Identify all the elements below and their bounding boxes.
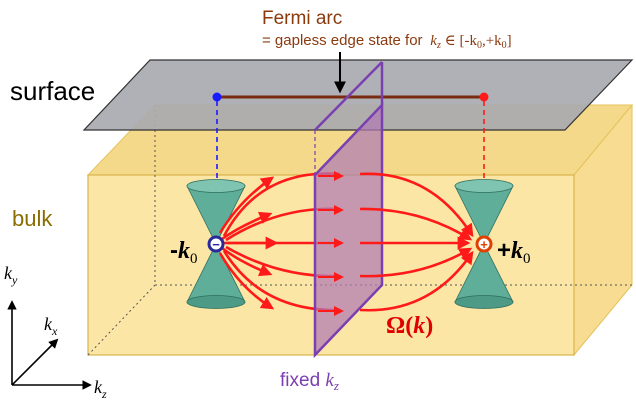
fixed-kz-label: fixed kz <box>280 370 339 393</box>
node-charge-plus: + <box>480 237 488 252</box>
fixed-kz-plane <box>313 101 384 359</box>
surface-node-right <box>479 92 489 102</box>
berry-curvature-label: Ω(k) <box>386 313 433 339</box>
weyl-node-right: + <box>475 235 493 253</box>
weyl-cone-left <box>186 179 246 309</box>
field-arrow <box>359 207 473 241</box>
weyl-cone-right <box>454 179 514 309</box>
axis-ky-label: ky <box>4 263 18 287</box>
field-arrow <box>218 176 275 234</box>
fermi-arc-title: Fermi arc <box>262 8 342 29</box>
axis-kx-label: kx <box>44 314 58 338</box>
left-node-label: -k0 <box>170 237 198 267</box>
field-arrow <box>359 247 473 278</box>
gapless-edge-label: = gapless edge state for kz ∈ [-k0,+k0] <box>262 32 512 51</box>
field-arrow <box>218 252 275 310</box>
field-arrow <box>221 246 273 277</box>
axis-kx <box>11 338 59 386</box>
bulk-label: bulk <box>12 206 53 231</box>
surface-node-left <box>212 92 222 102</box>
axis-kz-label: kz <box>94 377 107 401</box>
axes <box>7 300 92 390</box>
surface-plane <box>82 59 634 131</box>
field-arrow <box>359 172 474 238</box>
fixed-kz-plane-top-edge <box>314 61 383 131</box>
field-arrow <box>359 250 474 312</box>
berry-field-lines-front <box>218 171 474 316</box>
field-arrow <box>221 211 273 241</box>
bulk-hidden-edge <box>87 284 156 356</box>
right-node-label: +k0 <box>497 237 531 267</box>
node-charge-minus: − <box>212 237 220 252</box>
surface-label: surface <box>10 76 95 106</box>
weyl-node-left: − <box>207 235 225 253</box>
